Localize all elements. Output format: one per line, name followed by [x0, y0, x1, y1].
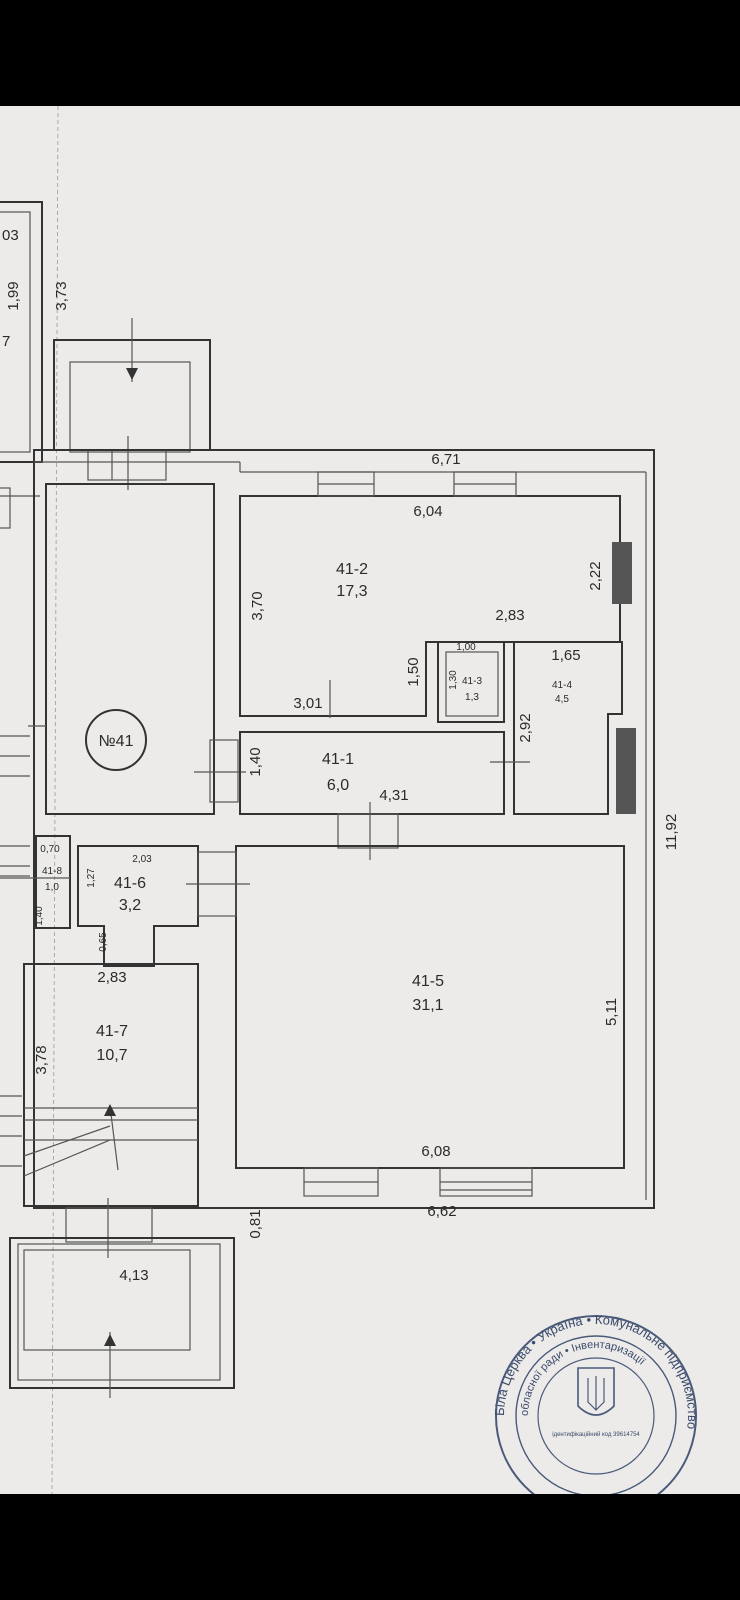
dim-room8-width: 0,70 [40, 844, 60, 855]
room-41-7-outline [23, 963, 199, 1207]
room-41-1-outline [239, 731, 505, 815]
neighbour-plan-fragment [0, 106, 59, 1494]
room-41-8-area: 1,0 [45, 882, 59, 893]
radiator-icon [612, 542, 632, 604]
coat-of-arms-icon [577, 1367, 615, 1416]
room-41-2-id: 41-2 [336, 561, 368, 578]
dim-room2-inner: 2,83 [495, 607, 524, 624]
room-41-7-id: 41-7 [96, 1023, 128, 1040]
dim-room8-height: 1,40 [34, 906, 45, 926]
apartment-number: №41 [99, 733, 134, 750]
dim-room3-height: 1,30 [448, 670, 459, 690]
dim-room4-width: 1,65 [551, 647, 580, 664]
room-41-5-area: 31,1 [412, 997, 443, 1014]
room-41-6-id: 41-6 [114, 875, 146, 892]
dim-offset-081: 0,81 [247, 1209, 264, 1238]
lower-entrance [9, 1198, 235, 1398]
dim-room3-width: 1,00 [456, 642, 476, 653]
outer-wall [33, 449, 655, 1209]
dim-room5-width: 6,08 [421, 1143, 450, 1160]
stamp-inner-text: обласної ради • Інвентаризації [519, 1339, 647, 1416]
stamp-code: ідентифікаційний код 39614754 [552, 1431, 640, 1438]
dim-room5-height: 5,11 [603, 998, 620, 1026]
dim-left-413: 4,13 [119, 1267, 148, 1284]
dim-room6-height: 1,27 [86, 868, 97, 888]
room-41-7-area: 10,7 [96, 1047, 127, 1064]
room-41-2-area: 17,3 [336, 583, 367, 600]
dim-room6-width: 2,03 [132, 854, 152, 865]
dim-room1-door: 4,31 [379, 787, 408, 804]
dim-total-height: 11,92 [663, 814, 680, 850]
room-41-5-outline [235, 845, 625, 1169]
apartment-number-circle [85, 709, 147, 771]
dim-top-left-03: 03 [2, 227, 19, 244]
room-41-3-id: 41-3 [462, 676, 482, 687]
dim-room1-width: 3,01 [293, 695, 322, 712]
dim-room1-height: 1,40 [247, 747, 264, 776]
dim-room4-height: 2,92 [517, 713, 534, 742]
dim-room2-notch: 2,22 [587, 561, 604, 590]
dim-room7-height: 3,78 [33, 1045, 50, 1074]
room-41-4-area: 4,5 [555, 694, 569, 705]
upper-entrance [53, 318, 211, 490]
room-41-4-id: 41-4 [552, 680, 572, 691]
dim-room6-door: 0,65 [98, 932, 109, 952]
radiator-icon [616, 728, 636, 814]
room-41-5-id: 41-5 [412, 973, 444, 990]
room-41-2-outline [239, 495, 621, 717]
dim-room2-width: 6,04 [413, 503, 442, 520]
official-stamp: Біла Церква • Україна • Комунальне підпр… [492, 1312, 700, 1494]
dim-room2-height: 3,70 [249, 591, 266, 620]
room-41-3-outline [437, 641, 505, 723]
room-41-8-id: 41-8 [42, 866, 62, 877]
room-41-3-area: 1,3 [465, 692, 479, 703]
dim-bottom-outer: 6,62 [427, 1203, 456, 1220]
dim-room7-width: 2,83 [97, 969, 126, 986]
svg-text:обласної ради • Інвентаризації: обласної ради • Інвентаризації [519, 1339, 647, 1416]
dim-top-outer: 6,71 [431, 451, 460, 468]
room-41-1-area: 6,0 [327, 777, 349, 794]
apartment-41-room [45, 483, 215, 815]
dim-top-left-199: 1,99 [5, 281, 22, 310]
room-41-6-area: 3,2 [119, 897, 141, 914]
floor-plan: 41-2 17,3 41-3 1,3 41-4 4,5 41-1 6,0 41-… [0, 106, 700, 1494]
dim-top-left-373: 3,73 [53, 281, 70, 310]
room-41-1-id: 41-1 [322, 751, 354, 768]
floor-plan-sheet: 41-2 17,3 41-3 1,3 41-4 4,5 41-1 6,0 41-… [0, 106, 740, 1494]
dim-room2-step: 1,50 [405, 657, 422, 686]
room-41-8-outline [35, 835, 71, 929]
dim-top-left-7: 7 [2, 333, 10, 350]
room-41-4-outline [513, 641, 623, 815]
